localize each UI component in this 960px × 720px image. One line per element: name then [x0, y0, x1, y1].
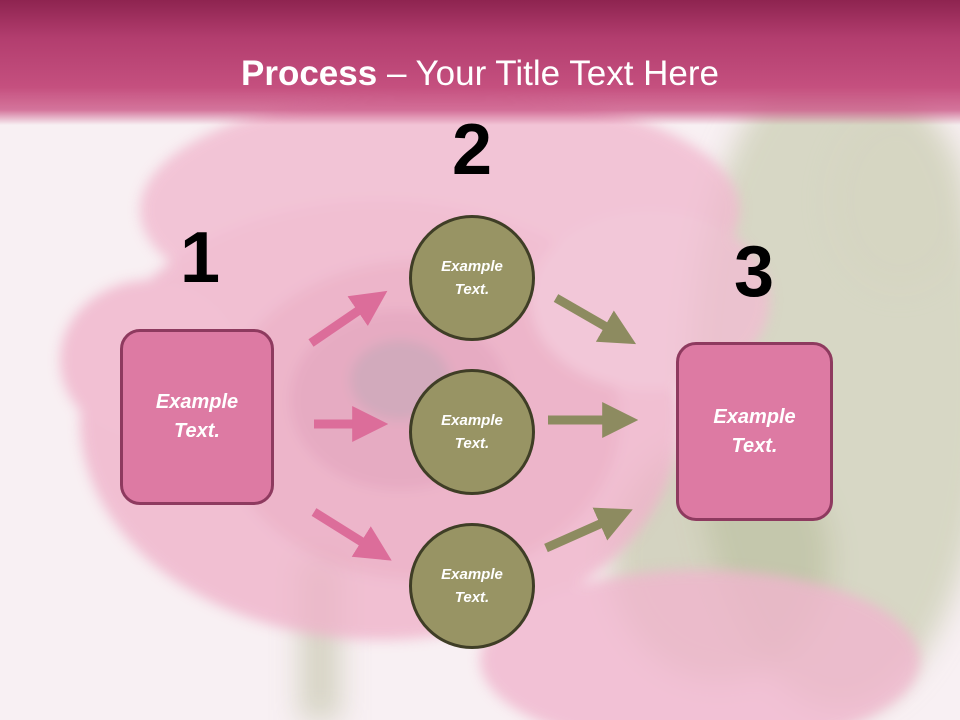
circle-2-text: Example Text.: [441, 412, 503, 452]
circle-1: Example Text.: [409, 215, 535, 341]
title-bar: [0, 0, 960, 125]
step-number-2: 2: [451, 110, 493, 190]
title-bold: Process: [241, 54, 378, 93]
circle-3: Example Text.: [409, 523, 535, 649]
left-box-text: Example Text.: [155, 391, 239, 442]
title-rest: – Your Title Text Here: [377, 54, 719, 93]
step-number-1: 1: [179, 218, 221, 298]
page-title: Process – Your Title Text Here: [0, 52, 960, 96]
step-number-3: 3: [733, 232, 775, 312]
circle-1-text: Example Text.: [441, 258, 503, 298]
circle-3-text: Example Text.: [441, 566, 503, 606]
right-box: Example Text.: [676, 342, 833, 521]
left-box: Example Text.: [120, 329, 274, 505]
circle-2: Example Text.: [409, 369, 535, 495]
right-box-text: Example Text.: [713, 405, 796, 457]
